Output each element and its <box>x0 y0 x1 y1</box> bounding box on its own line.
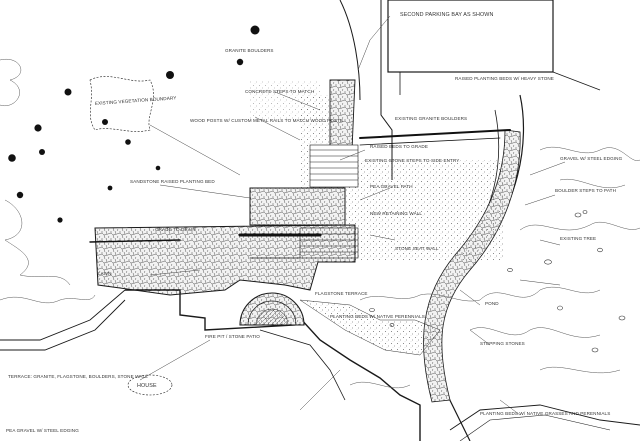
label-gravel-path: Pea gravel path <box>370 184 413 189</box>
label-raised-beds-grade: Raised beds to grade <box>370 144 428 149</box>
label-flagstone: Flagstone terrace <box>315 291 368 296</box>
label-seat-wall: Stone seat wall <box>395 246 439 251</box>
retaining-walls <box>89 129 511 259</box>
label-steps-entry: Existing stone steps to side entry <box>365 158 459 163</box>
label-boulder-steps: Boulder steps to path <box>555 188 616 193</box>
annotations: Second parking bay as shown Existing veg… <box>6 12 623 433</box>
concrete-steps <box>299 144 359 259</box>
shrubs <box>8 25 260 223</box>
label-vegetation: Existing vegetation boundary <box>95 95 177 106</box>
parking-bay <box>380 0 601 180</box>
label-wood-posts: Wood posts w/ custom metal rails to matc… <box>190 118 343 123</box>
fire-pit <box>239 292 305 326</box>
gravel-edging <box>299 299 441 356</box>
label-existing-tree: Existing tree <box>560 236 596 241</box>
label-lawn: Lawn <box>98 271 112 276</box>
label-planting-lower: Planting beds w/ native perennials <box>330 314 425 319</box>
label-pond: Pond <box>485 301 499 306</box>
vegetation-boundary <box>89 76 154 132</box>
label-existing-boulders: Existing granite boulders <box>395 116 467 121</box>
label-terrace-notes: Terrace: granite, flagstone, boulders, s… <box>8 374 148 379</box>
label-stepping-stones: Stepping stones <box>480 341 525 346</box>
label-gravel-edging: Gravel w/ steel edging <box>560 156 623 161</box>
leader-lines <box>139 15 566 416</box>
stone-terrace <box>94 79 356 296</box>
label-raised-beds: Raised planting beds w/ heavy stone <box>455 76 554 81</box>
label-sandstone: Sandstone raised planting bed <box>130 179 215 184</box>
label-concrete-steps: Concrete steps to match <box>245 89 314 94</box>
label-granite-boulders: Granite boulders <box>225 48 274 53</box>
planting-scribbles <box>0 58 640 389</box>
label-fire-pit: Fire pit / stone patio <box>205 334 260 339</box>
label-right-notes: Planting beds w/ native grasses and pere… <box>480 411 610 416</box>
label-house: House <box>137 383 157 389</box>
rock-clusters <box>369 210 626 353</box>
label-parking-bay: Second parking bay as shown <box>400 12 493 18</box>
label-new-retaining: New retaining wall <box>370 211 422 216</box>
label-bottom-note: Pea gravel w/ steel edging <box>6 428 79 433</box>
label-grade-drain: Grade to drain <box>155 227 196 232</box>
house-marker <box>127 374 173 396</box>
